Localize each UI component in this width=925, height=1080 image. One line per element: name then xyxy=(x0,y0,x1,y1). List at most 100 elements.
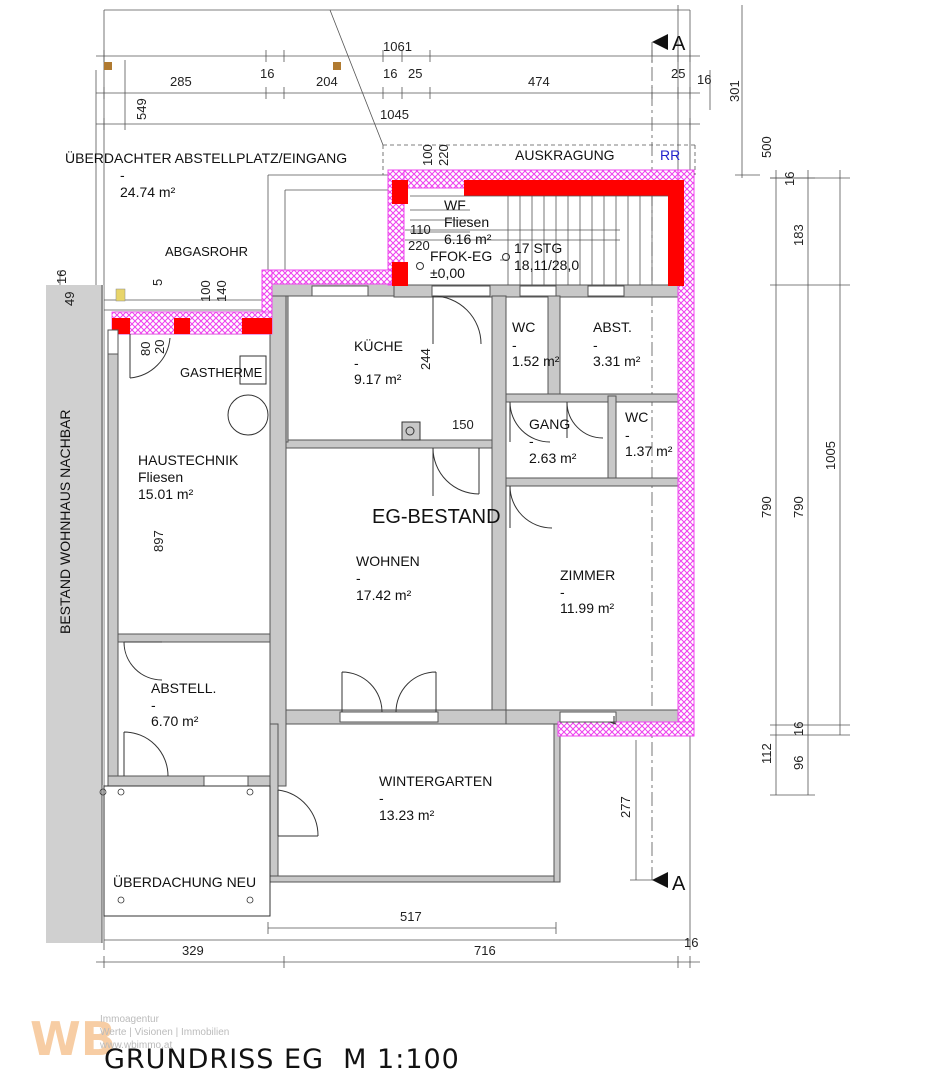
room-wintergarten-dash: - xyxy=(379,790,384,806)
dim-220b: 220 xyxy=(408,238,430,253)
room-labels: ÜBERDACHTER ABSTELLPLATZ/EINGANG - 24.74… xyxy=(57,147,680,890)
dim-16r2: 16 xyxy=(791,722,806,736)
dimension-labels: 1061 285 16 204 16 25 474 25 16 1045 549… xyxy=(54,39,838,958)
room-wf-area: 6.16 m² xyxy=(444,231,492,247)
dim-112: 112 xyxy=(759,743,774,764)
room-kueche-name: KÜCHE xyxy=(354,337,403,354)
stairs-dims: 18,11/28,0 xyxy=(514,257,579,273)
dim-1005: 1005 xyxy=(823,441,838,470)
dim-25a: 25 xyxy=(408,66,422,81)
center-label: EG-BESTAND xyxy=(372,506,501,528)
room-haustechnik-name: HAUSTECHNIK xyxy=(138,452,239,468)
dim-80: 80 xyxy=(138,342,153,356)
room-abstell-area: 6.70 m² xyxy=(151,713,199,729)
room-auskragung-name: AUSKRAGUNG xyxy=(515,147,615,163)
room-ueberdachung-name: ÜBERDACHUNG NEU xyxy=(113,873,256,890)
dim-25b: 25 xyxy=(671,66,685,81)
room-wf-ffok: FFOK-EG xyxy=(430,248,492,264)
dim-110: 110 xyxy=(410,222,431,237)
room-wf-level: ±0,00 xyxy=(430,265,465,281)
dim-16c: 16 xyxy=(697,72,711,87)
neighbor-building-lower xyxy=(46,785,102,943)
logo-line3: www.wbimmo.at xyxy=(99,1040,172,1051)
dim-1061: 1061 xyxy=(383,39,412,54)
gastherme-label: GASTHERME xyxy=(180,365,263,380)
room-wc1-area: 1.52 m² xyxy=(512,353,560,369)
room-kueche-dash: - xyxy=(354,355,359,371)
dim-16r1: 16 xyxy=(782,172,797,186)
stairs-count: 17 STG xyxy=(514,240,562,256)
room-abstellplatz-dash: - xyxy=(120,167,125,183)
dim-790b: 790 xyxy=(791,496,806,518)
dim-1045: 1045 xyxy=(380,107,409,122)
neighbor-label: BESTAND WOHNHAUS NACHBAR xyxy=(57,409,73,634)
room-wf-floor: Fliesen xyxy=(444,214,489,230)
room-kueche-area: 9.17 m² xyxy=(354,371,402,387)
doors xyxy=(123,295,617,837)
dim-790a: 790 xyxy=(759,496,774,518)
room-wintergarten-area: 13.23 m² xyxy=(379,807,435,823)
dim-140: 140 xyxy=(214,280,229,302)
room-abstellplatz-area: 24.74 m² xyxy=(120,184,176,200)
dim-277: 277 xyxy=(618,796,633,818)
room-haustechnik-area: 15.01 m² xyxy=(138,486,194,502)
room-wc1-name: WC xyxy=(512,319,535,335)
room-abst-area: 3.31 m² xyxy=(593,353,641,369)
section-label-top: A xyxy=(672,33,686,55)
room-wc2-area: 1.37 m² xyxy=(625,443,673,459)
dim-244: 244 xyxy=(418,348,433,370)
windows xyxy=(107,285,625,787)
room-haustechnik-floor: Fliesen xyxy=(138,469,183,485)
room-wohnen-dash: - xyxy=(356,570,361,586)
dim-517: 517 xyxy=(400,909,422,924)
drawing-title: GRUNDRISS EG M 1:100 xyxy=(104,1044,460,1075)
marker-square xyxy=(333,62,341,70)
abgasrohr-label: ABGASROHR xyxy=(165,244,248,259)
room-gang-dash: - xyxy=(529,433,534,449)
room-gang-area: 2.63 m² xyxy=(529,450,577,466)
dim-16a: 16 xyxy=(260,66,274,81)
dim-20: 20 xyxy=(152,340,167,354)
room-gang-name: GANG xyxy=(529,416,570,432)
dim-329: 329 xyxy=(182,943,204,958)
dim-716: 716 xyxy=(474,943,496,958)
dim-285: 285 xyxy=(170,74,192,89)
section-arrow-icon xyxy=(652,34,668,50)
construction-lines xyxy=(59,5,850,968)
dim-183: 183 xyxy=(791,224,806,246)
ueberdachung-box xyxy=(103,785,271,917)
dim-16l: 16 xyxy=(54,270,69,284)
dim-100a: 100 xyxy=(420,144,435,166)
room-wintergarten-name: WINTERGARTEN xyxy=(379,773,492,789)
marker-square xyxy=(115,288,126,302)
dim-897: 897 xyxy=(151,530,166,552)
gastherme-box xyxy=(239,355,267,385)
room-abst-name: ABST. xyxy=(593,319,632,335)
room-wohnen-name: WOHNEN xyxy=(356,553,420,569)
dim-301: 301 xyxy=(727,80,742,102)
logo-line2: Werte | Visionen | Immobilien xyxy=(100,1027,229,1038)
room-wf-name: WF xyxy=(444,197,466,213)
dim-220a: 220 xyxy=(436,144,451,166)
dim-100b: 100 xyxy=(198,280,213,302)
room-abstell-dash: - xyxy=(151,697,156,713)
dim-5: 5 xyxy=(150,279,165,286)
room-zimmer-dash: - xyxy=(560,584,565,600)
room-wohnen-area: 17.42 m² xyxy=(356,587,412,603)
logo-mark: WB xyxy=(30,1012,116,1066)
room-zimmer-area: 11.99 m² xyxy=(560,600,615,616)
room-wc2-dash: - xyxy=(625,427,630,443)
section-arrow-icon xyxy=(652,872,668,888)
dim-16b: 16 xyxy=(383,66,397,81)
neighbor-building xyxy=(46,285,104,785)
room-zimmer-name: ZIMMER xyxy=(560,567,615,583)
rr-label: RR xyxy=(660,147,680,163)
section-label-bottom: A xyxy=(672,873,686,895)
room-abstell-name: ABSTELL. xyxy=(151,680,216,696)
dim-474: 474 xyxy=(528,74,550,89)
dim-204: 204 xyxy=(316,74,338,89)
gastherme-circle xyxy=(227,394,269,436)
logo-line1: Immoagentur xyxy=(100,1014,160,1025)
marker-square xyxy=(104,62,112,70)
room-wc1-dash: - xyxy=(512,337,517,353)
